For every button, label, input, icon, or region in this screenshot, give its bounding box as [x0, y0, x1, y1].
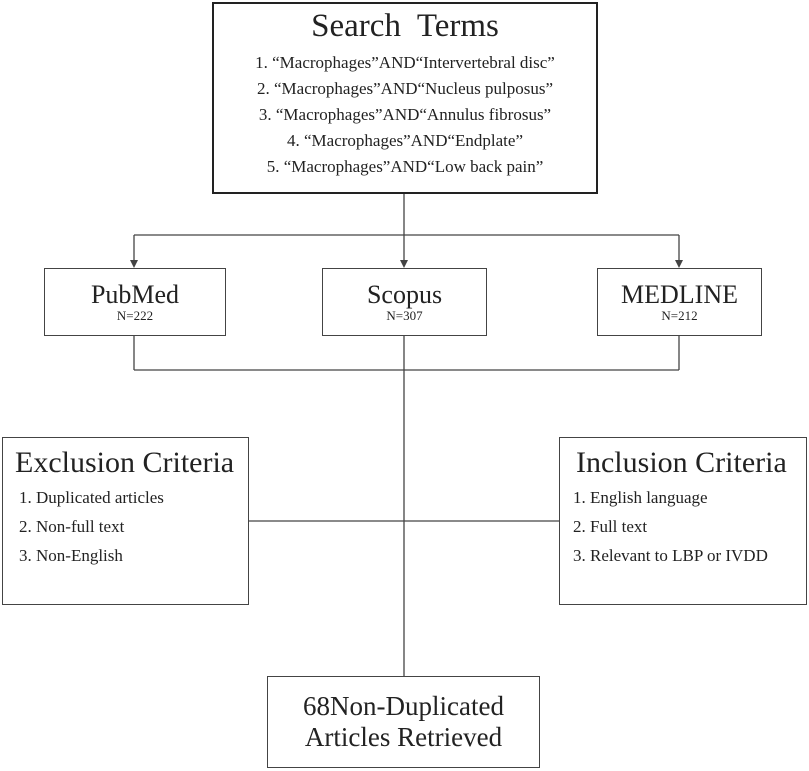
exclusion-criteria-item: 3. Non-English: [19, 546, 123, 565]
result-box: 68Non-Duplicated Articles Retrieved: [267, 676, 540, 768]
database-count: N=307: [386, 308, 423, 323]
result-line-1: 68Non-Duplicated: [303, 691, 504, 721]
search-terms-title: Search Terms: [311, 8, 499, 44]
database-name: MEDLINE: [621, 280, 738, 309]
search-term-item: 4. “Macrophages”AND“Endplate”: [286, 131, 523, 150]
inclusion-criteria-list: 1. English language 2. Full text 3. Rele…: [573, 488, 806, 565]
exclusion-criteria-title: Exclusion Criteria: [15, 446, 235, 479]
inclusion-criteria-item: 2. Full text: [573, 517, 648, 536]
exclusion-criteria-list: 1. Duplicated articles 2. Non-full text …: [19, 488, 248, 565]
database-box-scopus: Scopus N=307: [322, 268, 487, 336]
exclusion-criteria-item: 2. Non-full text: [19, 517, 125, 536]
database-box-medline: MEDLINE N=212: [597, 268, 762, 336]
database-name: Scopus: [366, 280, 443, 309]
search-term-item: 5. “Macrophages”AND“Low back pain”: [266, 157, 544, 176]
inclusion-criteria-box: Inclusion Criteria 1. English language 2…: [559, 437, 807, 605]
search-term-item: 1. “Macrophages”AND“Intervertebral disc”: [255, 53, 555, 72]
inclusion-criteria-item: 1. English language: [573, 488, 708, 507]
search-term-item: 3. “Macrophages”AND“Annulus fibrosus”: [258, 105, 552, 124]
inclusion-criteria-item: 3. Relevant to LBP or IVDD: [573, 546, 768, 565]
database-box-pubmed: PubMed N=222: [44, 268, 226, 336]
exclusion-criteria-item: 1. Duplicated articles: [19, 488, 164, 507]
database-count: N=212: [661, 308, 698, 323]
search-term-item: 2. “Macrophages”AND“Nucleus pulposus”: [257, 79, 553, 98]
inclusion-criteria-title: Inclusion Criteria: [576, 446, 787, 479]
database-count: N=222: [116, 308, 154, 323]
exclusion-criteria-box: Exclusion Criteria 1. Duplicated article…: [2, 437, 249, 605]
search-terms-box: Search Terms 1. “Macrophages”AND“Interve…: [212, 2, 598, 194]
database-name: PubMed: [90, 280, 180, 309]
result-line-2: Articles Retrieved: [304, 722, 503, 752]
search-terms-list: 1. “Macrophages”AND“Intervertebral disc”…: [214, 54, 596, 176]
